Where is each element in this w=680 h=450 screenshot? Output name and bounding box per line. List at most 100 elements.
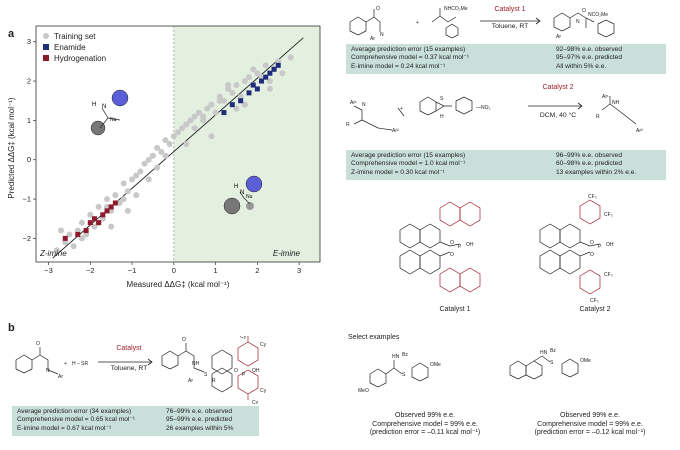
y-axis-label: Predicted ΔΔG‡ (kcal mol⁻¹) xyxy=(7,97,16,198)
x-axis-label: Measured ΔΔG‡ (kcal mol⁻¹) xyxy=(127,280,230,289)
svg-text:Bz: Bz xyxy=(550,348,556,354)
svg-text:CF₃: CF₃ xyxy=(588,194,597,200)
reaction-3-catalyst: Catalyst xyxy=(116,345,142,352)
training-set-point xyxy=(87,211,94,218)
reaction-1-catalyst: Catalyst 1 xyxy=(494,6,526,13)
reaction-2-conditions: DCM, 40 °C xyxy=(539,112,577,119)
panel-a-label: a xyxy=(8,28,15,40)
reaction-1-conditions: Toluene, RT xyxy=(491,23,529,30)
svg-text:O: O xyxy=(450,240,454,246)
svg-text:Cy: Cy xyxy=(252,400,259,404)
legend-label: Hydrogenation xyxy=(54,54,106,63)
svg-text:NH: NH xyxy=(612,100,620,106)
reaction-3-conditions: Toluene, RT xyxy=(110,365,148,372)
hydrogenation-point xyxy=(83,228,89,234)
catalyst-1-label: Catalyst 1 xyxy=(439,306,471,313)
box-2-line-3: Z-imine model = 0.30 kcal mol⁻¹ xyxy=(351,168,445,176)
svg-text:—NO₂: —NO₂ xyxy=(476,105,491,111)
hydrogenation-point xyxy=(62,235,68,241)
plus-sign-3: + xyxy=(64,361,67,367)
training-set-point xyxy=(166,141,173,147)
svg-text:P: P xyxy=(598,244,602,250)
box-2-line-2: Comprehensive model = 1.0 kcal mol⁻¹ xyxy=(351,160,466,168)
svg-text:OMe: OMe xyxy=(580,358,591,364)
box-3-line-2: Comprehensive model = 0.65 kcal mol⁻¹ xyxy=(17,416,136,424)
training-set-point xyxy=(104,196,110,203)
thiol-reagent: H – SR xyxy=(72,361,89,367)
training-set-point xyxy=(233,82,240,88)
training-set-point xyxy=(133,192,140,199)
svg-text:R: R xyxy=(596,114,600,120)
training-set-point xyxy=(233,105,240,112)
example-2-caption: Observed 99% e.e. Comprehensive model = … xyxy=(505,412,675,438)
svg-text:CF₃: CF₃ xyxy=(604,272,613,278)
training-set-point xyxy=(266,78,273,85)
svg-text:NCO₂Me: NCO₂Me xyxy=(588,12,608,18)
svg-text:H: H xyxy=(234,184,238,190)
training-set-point xyxy=(170,133,177,140)
training-set-point xyxy=(145,156,152,163)
svg-text:O: O xyxy=(582,8,586,14)
box-3-right-2: 95–99% e.e. predicted xyxy=(166,416,232,424)
svg-text:CF₃: CF₃ xyxy=(604,212,613,218)
example-2-line-2: Comprehensive model = 99% e.e. xyxy=(537,420,643,428)
y-tick-label: −2 xyxy=(22,234,31,243)
training-set-point xyxy=(208,133,215,140)
svg-text:Nu: Nu xyxy=(110,117,117,123)
hydrogenation-point xyxy=(87,220,93,226)
svg-text:Ar: Ar xyxy=(58,374,63,380)
data-points xyxy=(53,54,294,254)
select-examples-heading: Select examples xyxy=(348,334,400,341)
svg-text:NH: NH xyxy=(192,361,200,367)
svg-text:Ar²: Ar² xyxy=(392,128,399,134)
svg-text:O: O xyxy=(36,341,40,347)
catalyst-2-label: Catalyst 2 xyxy=(579,306,611,313)
training-set-point xyxy=(212,109,219,116)
svg-text:NHCO₂Me: NHCO₂Me xyxy=(444,6,468,12)
svg-text:H: H xyxy=(440,114,444,120)
plot-frame xyxy=(35,25,321,263)
svg-text:O: O xyxy=(590,240,594,246)
training-set-point xyxy=(241,101,248,108)
training-set-point xyxy=(58,227,65,234)
training-set-point xyxy=(229,89,236,96)
svg-text:N: N xyxy=(46,368,50,374)
enamide-point xyxy=(246,90,252,96)
training-set-point xyxy=(133,172,140,179)
training-set-point xyxy=(137,168,144,175)
training-set-point xyxy=(158,148,165,155)
training-set-point xyxy=(175,129,181,136)
training-set-point xyxy=(91,223,98,230)
x-tick-label: 0 xyxy=(172,266,176,275)
legend-marker xyxy=(43,44,49,50)
training-set-point xyxy=(191,125,198,132)
svg-text:N: N xyxy=(240,190,244,196)
x-tick-label: −1 xyxy=(128,266,137,275)
example-2-line-1: Observed 99% e.e. xyxy=(560,412,620,419)
training-set-point xyxy=(154,144,161,151)
svg-text:Ar²: Ar² xyxy=(636,128,643,134)
z-imine-label: Z-imine xyxy=(39,249,67,258)
training-set-point xyxy=(183,141,190,147)
training-set-point xyxy=(246,74,252,81)
box-3: Average prediction error (34 examples) C… xyxy=(12,406,259,436)
training-set-point xyxy=(179,125,186,132)
svg-text:Cy: Cy xyxy=(260,342,267,348)
svg-text:P: P xyxy=(242,372,246,378)
enamide-point xyxy=(263,74,269,80)
enamide-point xyxy=(275,62,281,68)
training-set-point xyxy=(120,196,127,203)
training-set-point xyxy=(162,137,169,144)
svg-text:Ar: Ar xyxy=(188,378,193,384)
enamide-point xyxy=(221,110,227,116)
training-set-point xyxy=(220,97,227,104)
svg-text:N: N xyxy=(380,32,384,38)
example-1-line-1: Observed 99% e.e. xyxy=(395,412,455,419)
training-set-point xyxy=(108,223,115,230)
training-set-point xyxy=(78,219,85,226)
hydrogenation-point xyxy=(108,204,114,210)
